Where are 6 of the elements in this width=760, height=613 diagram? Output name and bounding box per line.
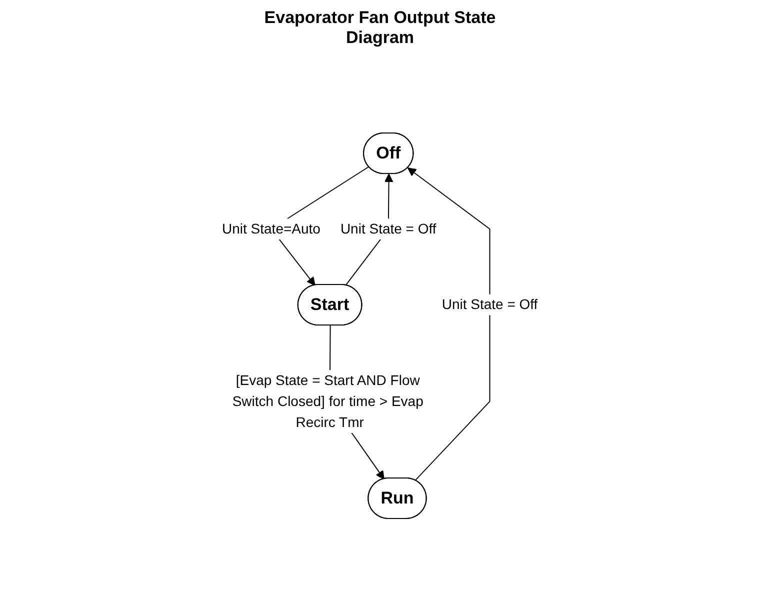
diagram-title: Evaporator Fan Output State Diagram xyxy=(263,8,497,48)
edge-label: [Evap State = Start AND Flow Switch Closed] for time > Evap Recirc Tmr xyxy=(232,372,424,430)
edge-label: Unit State = Off xyxy=(340,220,436,236)
edge-label: Unit State=Auto xyxy=(222,220,321,236)
edge-label: Unit State = Off xyxy=(442,296,538,312)
arrow xyxy=(408,167,490,481)
